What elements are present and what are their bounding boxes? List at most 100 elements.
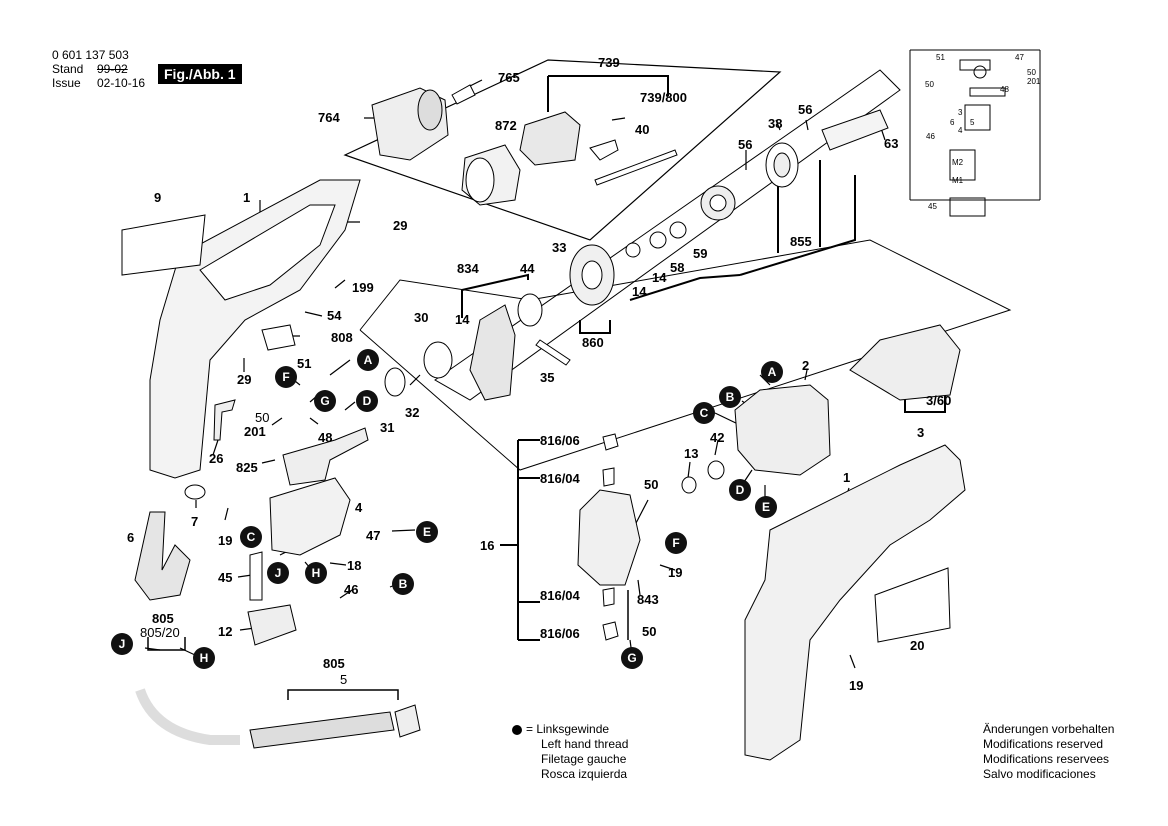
part-764: 764 xyxy=(318,110,340,125)
schem-51: 51 xyxy=(936,53,945,62)
marker-b-stator: B xyxy=(719,386,741,408)
marker-g: G xyxy=(314,390,336,412)
part-14-b: 14 xyxy=(632,284,647,299)
part-855: 855 xyxy=(790,234,812,249)
part-860: 860 xyxy=(582,335,604,350)
part-19-right: 19 xyxy=(849,678,864,693)
part-14-c: 14 xyxy=(652,270,667,285)
mod-fr: Modifications reservees xyxy=(983,752,1110,766)
part-44: 44 xyxy=(520,261,535,276)
marker-a-stator: A xyxy=(761,361,783,383)
marker-d: D xyxy=(356,390,378,412)
part-40: 40 xyxy=(635,122,650,137)
part-199: 199 xyxy=(352,280,374,295)
part-33: 33 xyxy=(552,240,567,255)
part-45: 45 xyxy=(218,570,233,585)
part-3-60: 3/60 xyxy=(926,393,952,408)
part-765: 765 xyxy=(498,70,520,85)
gearbox-group-outline xyxy=(434,69,901,401)
part-808: 808 xyxy=(331,330,353,345)
part-816-06-top: 816/06 xyxy=(540,433,580,448)
part-50-b: 50 xyxy=(644,477,659,492)
part-872: 872 xyxy=(495,118,517,133)
part-7: 7 xyxy=(191,514,199,529)
schem-46: 46 xyxy=(926,132,935,141)
part-1-left: 1 xyxy=(243,190,251,205)
part-26: 26 xyxy=(209,451,224,466)
schem-48: 48 xyxy=(1000,85,1009,94)
part-31: 31 xyxy=(380,420,395,435)
part-19-left: 19 xyxy=(218,533,233,548)
mod-de: Änderungen vorbehalten xyxy=(983,722,1115,736)
part-50-c: 50 xyxy=(642,624,657,639)
part-35: 35 xyxy=(540,370,555,385)
marker-c-stator: C xyxy=(693,402,715,424)
part-58: 58 xyxy=(670,260,685,275)
part-46: 46 xyxy=(344,582,359,597)
part-63: 63 xyxy=(884,136,899,151)
left-thread-legend: = Linksgewinde xyxy=(526,722,609,737)
marker-h-cord: H xyxy=(193,647,215,669)
figure-label: Fig./Abb. 1 xyxy=(158,64,242,84)
part-816-06-bottom: 816/06 xyxy=(540,626,580,641)
stand-label: Stand xyxy=(52,62,84,76)
schem-5: 5 xyxy=(970,118,975,127)
marker-j-cord: J xyxy=(111,633,133,655)
part-56-a: 56 xyxy=(738,137,753,152)
chuck-group-outline xyxy=(343,59,782,241)
part-1-right: 1 xyxy=(843,470,851,485)
marker-g-brush: G xyxy=(621,647,643,669)
part-843: 843 xyxy=(637,592,659,607)
marker-b: B xyxy=(392,573,414,595)
modifications-note: Änderungen vorbehalten Modifications res… xyxy=(983,722,1114,782)
marker-e-stator: E xyxy=(755,496,777,518)
mod-en: Modifications reserved xyxy=(983,737,1104,751)
part-2: 2 xyxy=(802,358,810,373)
part-201: 201 xyxy=(244,424,266,439)
part-805-cord: 805 xyxy=(323,656,345,671)
marker-h: H xyxy=(305,562,327,584)
part-14-a: 14 xyxy=(455,312,470,327)
part-9: 9 xyxy=(154,190,162,205)
part-20: 20 xyxy=(910,638,925,653)
schem-3: 3 xyxy=(958,108,963,117)
part-32: 32 xyxy=(405,405,420,420)
legend-en: Left hand thread xyxy=(541,737,629,751)
part-805-20: 805/20 xyxy=(140,625,180,640)
legend-de: = Linksgewinde xyxy=(526,722,610,736)
marker-e: E xyxy=(416,521,438,543)
part-47: 47 xyxy=(366,528,381,543)
schem-4: 4 xyxy=(958,126,963,135)
marker-c: C xyxy=(240,526,262,548)
stand-value: 99-02 xyxy=(97,62,128,76)
left-thread-dot-icon xyxy=(512,725,522,735)
schem-m1: M1 xyxy=(952,176,964,185)
part-816-04-bottom: 816/04 xyxy=(540,588,580,603)
marker-d-stator: D xyxy=(729,479,751,501)
part-5: 5 xyxy=(340,672,348,687)
schem-50-201: 50 201 xyxy=(1027,68,1041,86)
part-29-bottom: 29 xyxy=(237,372,252,387)
part-13: 13 xyxy=(684,446,699,461)
schem-45: 45 xyxy=(928,202,937,211)
part-18: 18 xyxy=(347,558,362,573)
left-thread-legend-translations: Left hand thread Filetage gauche Rosca i… xyxy=(541,737,628,782)
part-19-mid: 19 xyxy=(668,565,683,580)
schem-m2: M2 xyxy=(952,158,964,167)
legend-es: Rosca izquierda xyxy=(541,767,628,781)
part-48: 48 xyxy=(318,430,333,445)
gearbox-lower-outline xyxy=(359,239,1012,471)
part-3: 3 xyxy=(917,425,925,440)
schem-47: 47 xyxy=(1015,53,1024,62)
part-6: 6 xyxy=(127,530,135,545)
part-54: 54 xyxy=(327,308,342,323)
legend-fr: Filetage gauche xyxy=(541,752,627,766)
marker-j: J xyxy=(267,562,289,584)
part-number: 0 601 137 503 xyxy=(52,48,129,62)
part-59: 59 xyxy=(693,246,708,261)
part-51: 51 xyxy=(297,356,312,371)
part-38: 38 xyxy=(768,116,783,131)
part-834: 834 xyxy=(457,261,479,276)
part-56-b: 56 xyxy=(798,102,813,117)
schem-6: 6 xyxy=(950,118,955,127)
